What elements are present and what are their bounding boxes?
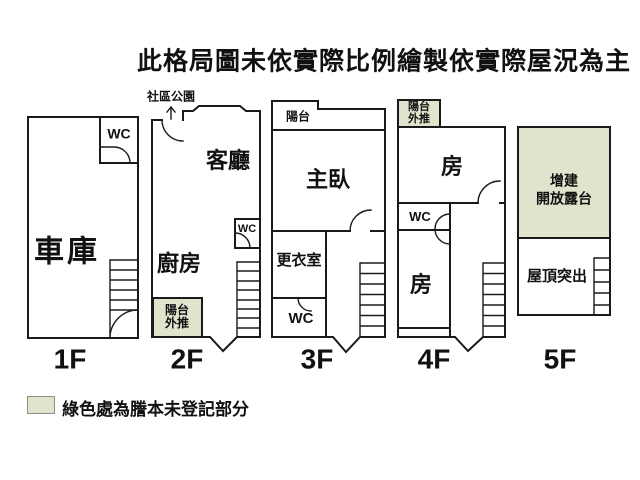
balcony-line2: 外推	[408, 113, 430, 125]
room-label-wc-2f: WC	[237, 222, 257, 235]
floor-plan-2f	[151, 105, 261, 353]
legend-green-swatch	[27, 396, 55, 414]
arrow-up-icon	[166, 105, 176, 120]
stairs-4f	[482, 262, 506, 338]
door-arc	[99, 146, 131, 164]
floor-label-2f: 2F	[170, 343, 204, 375]
floor-plan-4f	[397, 99, 506, 353]
floor-label-4f: 4F	[417, 343, 451, 375]
unregistered-balcony-4f	[397, 99, 441, 128]
room-label-balcony-2f: 陽台 外推	[164, 302, 190, 330]
stairs-2f	[236, 261, 261, 338]
park-note: 社區公園	[146, 89, 196, 104]
room-label-kitchen: 廚房	[156, 250, 202, 276]
door-arc	[477, 180, 501, 204]
room-label-roof: 屋頂突出	[526, 267, 588, 285]
door-arc	[434, 213, 451, 245]
outline-4f	[397, 126, 506, 353]
room-label-garage: 車庫	[34, 235, 100, 269]
outline-5f	[517, 126, 611, 316]
balcony-line2: 外推	[164, 316, 190, 330]
unregistered-balcony-2f	[152, 297, 203, 338]
outline-1f	[27, 116, 139, 339]
door-arc	[297, 297, 312, 312]
room-label-wc-3f: WC	[288, 309, 314, 327]
room-label-room-upper: 房	[440, 153, 464, 179]
legend-text: 綠色處為謄本未登記部分	[62, 400, 249, 419]
balcony-line1: 陽台	[408, 100, 430, 113]
stairs-1f	[109, 259, 139, 339]
room-label-balcony-4f: 陽台 外推	[408, 101, 430, 125]
stairs-3f	[359, 262, 386, 338]
door-arc	[349, 209, 372, 232]
wc-walls-1f	[99, 116, 139, 164]
room-label-balcony-3f: 陽台	[285, 109, 311, 124]
floor-plan-1f	[27, 116, 139, 339]
floor-label-1f: 1F	[53, 343, 87, 375]
floor-plan-3f	[271, 100, 386, 354]
door-arc	[109, 309, 139, 339]
room-label-wc-4f: WC	[409, 208, 431, 224]
room-label-living-room: 客廳	[205, 147, 251, 173]
unregistered-terrace-5f	[517, 126, 611, 239]
stairs-5f	[593, 257, 611, 316]
terrace-line2: 開放露台	[536, 190, 592, 206]
room-label-wc-1f: WC	[107, 125, 131, 142]
outline-2f	[151, 105, 261, 353]
room-label-room-lower: 房	[409, 271, 433, 297]
door-arc	[161, 119, 184, 142]
floor-label-3f: 3F	[300, 343, 334, 375]
door-arc	[234, 232, 251, 249]
room-label-master-bedroom: 主臥	[305, 166, 351, 192]
balcony-line1: 陽台	[164, 302, 190, 317]
floor-label-5f: 5F	[543, 343, 577, 375]
room-label-terrace: 增建 開放露台	[536, 173, 592, 208]
room-label-closet: 更衣室	[276, 251, 322, 269]
page-title: 此格局圖未依實際比例繪製依實際屋況為主	[136, 47, 632, 76]
floor-plan-5f	[517, 126, 611, 316]
outline-3f	[271, 100, 386, 354]
terrace-line1: 增建	[550, 172, 578, 189]
